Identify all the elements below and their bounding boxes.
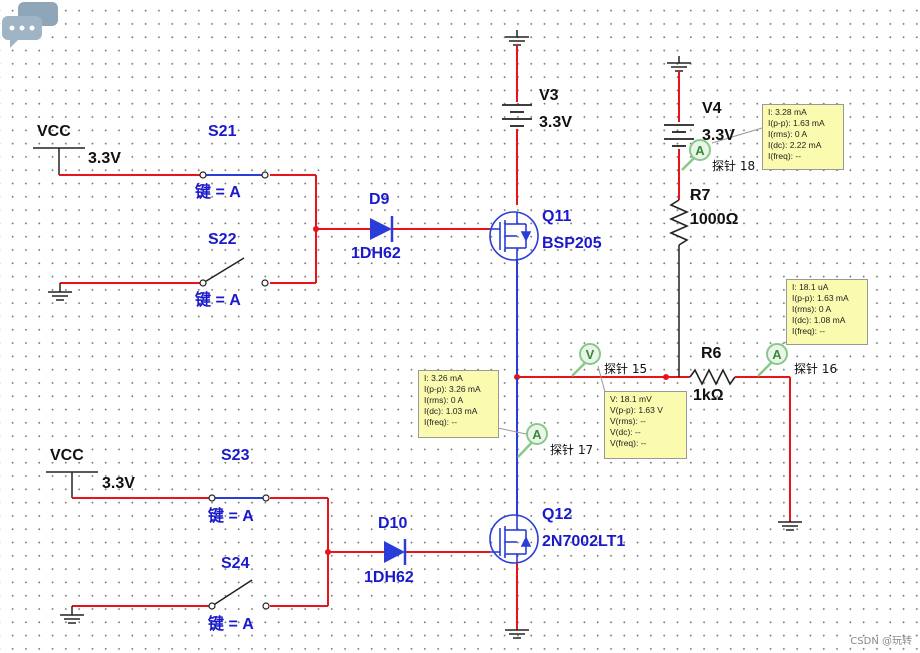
vcc-top-name: VCC [37, 123, 71, 140]
switch-s23[interactable] [208, 494, 270, 502]
readout-line: I(p-p): 3.26 mA [424, 384, 481, 394]
vcc-bottom-name: VCC [50, 447, 84, 464]
vcc-top-value: 3.3V [88, 150, 121, 167]
d9-name: D9 [369, 191, 390, 208]
readout-line: I(rms): 0 A [424, 395, 464, 405]
v4-value: 3.3V [702, 127, 735, 144]
switch-s21[interactable] [199, 171, 269, 179]
ground-v4 [667, 56, 691, 72]
readout-line: I: 3.26 mA [424, 373, 463, 383]
r7-name: R7 [690, 187, 711, 204]
svg-text:A: A [532, 427, 542, 442]
vcc-top-symbol[interactable] [33, 147, 85, 175]
s24-name: S24 [221, 555, 250, 572]
probe-16-symbol[interactable]: A [757, 343, 788, 377]
svg-text:V: V [586, 347, 595, 362]
s23-key: 键 = A [208, 508, 254, 525]
s24-key: 键 = A [208, 616, 254, 633]
r7-value: 1000Ω [690, 211, 739, 228]
junction-dot-bottom [325, 549, 331, 555]
probe-18-readout: I: 3.28 mA I(p-p): 1.63 mA I(rms): 0 A I… [762, 104, 844, 170]
q11-name: Q11 [542, 208, 572, 225]
readout-line: I(p-p): 1.63 mA [768, 118, 825, 128]
ground-bottom-left [60, 606, 84, 624]
readout-line: V: 18.1 mV [610, 394, 652, 404]
junction-dot-r7 [663, 374, 669, 380]
probe-17-leader [497, 427, 527, 435]
readout-line: I(freq): -- [424, 417, 458, 427]
q11-model: BSP205 [542, 235, 602, 252]
readout-line: V(freq): -- [610, 438, 647, 448]
ground-r6 [778, 521, 802, 531]
probe-18-leader [711, 127, 763, 144]
switch-s24[interactable] [208, 579, 270, 610]
probe-17-label[interactable]: 探针 17 [550, 443, 594, 457]
chat-bubble-icon[interactable] [0, 0, 60, 52]
vcc-bottom-value: 3.3V [102, 475, 135, 492]
ground-v3 [505, 30, 529, 46]
probe-15-symbol[interactable]: V [571, 343, 601, 377]
readout-line: I(dc): 2.22 mA [768, 140, 822, 150]
resistor-r6[interactable] [689, 368, 736, 386]
d10-name: D10 [378, 515, 408, 532]
probe-18-symbol[interactable]: A [681, 139, 711, 171]
mosfet-q12[interactable] [489, 514, 539, 564]
probe-17-symbol[interactable]: A [517, 423, 548, 458]
v4-name: V4 [702, 100, 722, 117]
wires-bottom-network [72, 497, 490, 607]
probe-15-label[interactable]: 探针 15 [604, 362, 648, 376]
v3-value: 3.3V [539, 114, 572, 131]
resistor-r7[interactable] [669, 199, 689, 246]
v3-name: V3 [539, 87, 559, 104]
q12-model: 2N7002LT1 [542, 533, 626, 550]
readout-line: I: 18.1 uA [792, 282, 829, 292]
readout-line: I: 3.28 mA [768, 107, 807, 117]
wires-top-network [59, 174, 490, 284]
svg-text:A: A [772, 347, 782, 362]
q12-name: Q12 [542, 506, 573, 523]
vcc-bottom-symbol[interactable] [46, 471, 98, 498]
r6-value: 1kΩ [693, 387, 724, 404]
s23-name: S23 [221, 447, 250, 464]
junction-dot-top [313, 226, 319, 232]
d9-model: 1DH62 [351, 245, 401, 262]
probe-16-readout: I: 18.1 uA I(p-p): 1.63 mA I(rms): 0 A I… [786, 279, 868, 345]
mosfet-q11[interactable] [489, 211, 539, 261]
readout-line: I(dc): 1.08 mA [792, 315, 846, 325]
probe-18-label[interactable]: 探针 18 [712, 159, 756, 173]
readout-line: I(freq): -- [768, 151, 802, 161]
s21-key: 键 = A [195, 184, 241, 201]
readout-line: I(rms): 0 A [792, 304, 832, 314]
readout-line: I(p-p): 1.63 mA [792, 293, 849, 303]
probe-15-leader [597, 365, 606, 393]
readout-line: V(rms): -- [610, 416, 646, 426]
watermark: CSDN @玩转 [850, 636, 912, 647]
s22-name: S22 [208, 231, 237, 248]
d10-model: 1DH62 [364, 569, 414, 586]
battery-v4[interactable] [664, 124, 694, 147]
probe-17-readout: I: 3.26 mA I(p-p): 3.26 mA I(rms): 0 A I… [418, 370, 499, 438]
s22-key: 键 = A [195, 292, 241, 309]
readout-line: I(freq): -- [792, 326, 826, 336]
readout-line: I(rms): 0 A [768, 129, 808, 139]
diode-d10[interactable] [384, 539, 407, 565]
readout-line: V(p-p): 1.63 V [610, 405, 663, 415]
probe-16-label[interactable]: 探针 16 [794, 362, 838, 376]
r6-name: R6 [701, 345, 722, 362]
readout-line: V(dc): -- [610, 427, 641, 437]
svg-text:A: A [695, 143, 705, 158]
switch-s22[interactable] [199, 257, 269, 287]
diode-d9[interactable] [370, 216, 394, 242]
readout-line: I(dc): 1.03 mA [424, 406, 478, 416]
ground-q12 [505, 629, 529, 639]
ground-top-left [48, 283, 72, 301]
battery-v3[interactable] [502, 104, 532, 127]
probe-15-readout: V: 18.1 mV V(p-p): 1.63 V V(rms): -- V(d… [604, 391, 687, 459]
s21-name: S21 [208, 123, 237, 140]
